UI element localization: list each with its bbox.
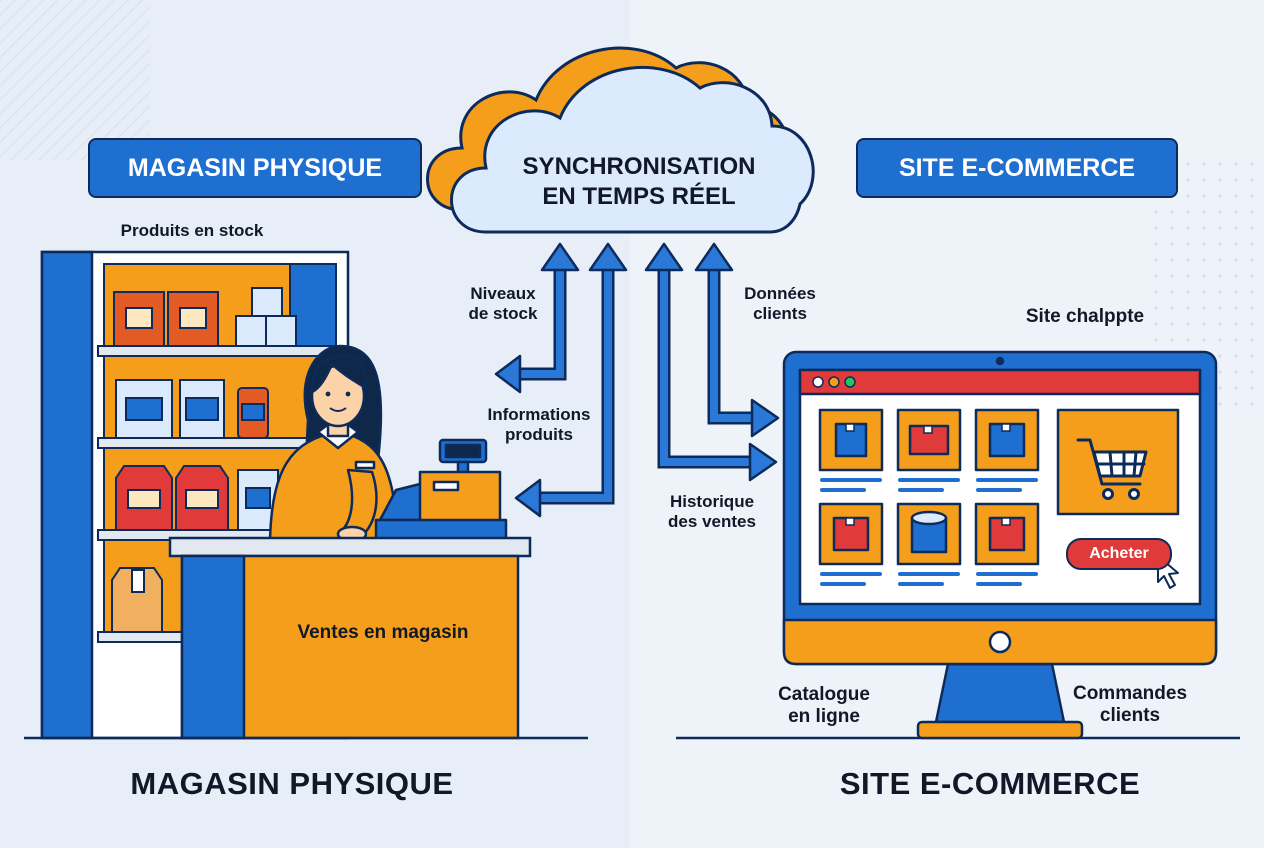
flow-label-customer-data-line2: clients: [753, 303, 807, 323]
cashier: [268, 344, 400, 543]
orders-label: Commandes clients: [1060, 683, 1200, 727]
ecommerce-bottom-title: SITE E-COMMERCE: [839, 766, 1141, 801]
flow-label-stock-levels-line2: de stock: [468, 303, 538, 323]
window-dots: [812, 376, 856, 388]
catalog-label-line2: en ligne: [788, 705, 860, 727]
store-title-text: MAGASIN PHYSIQUE: [127, 153, 383, 182]
flow-label-sales-history-line1: Historique: [669, 492, 755, 511]
flow-label-stock-levels-line1: Niveaux: [470, 284, 536, 303]
cash-register: [374, 438, 508, 542]
product-tags: [845, 423, 1011, 526]
cloud-icon: [426, 46, 815, 234]
flow-label-customer-data-line1: Données: [744, 284, 816, 303]
sync-arrows: [516, 268, 756, 502]
flow-label-sales-history-line2: des ventes: [668, 511, 756, 531]
flow-label-stock-levels: Niveaux de stock: [446, 284, 560, 323]
arrow-heads: [494, 242, 780, 518]
flow-label-product-info: Informations produits: [470, 405, 608, 444]
shelf-products: [111, 287, 297, 633]
orders-label-line2: clients: [1099, 704, 1161, 726]
flow-label-customer-data: Données clients: [722, 284, 838, 323]
buy-button[interactable]: Acheter: [1066, 538, 1172, 570]
cloud-title-line2: EN TEMPS RÉEL: [542, 183, 736, 210]
ecommerce-title-text: SITE E-COMMERCE: [898, 153, 1136, 182]
store-title-badge: MAGASIN PHYSIQUE: [88, 138, 422, 198]
site-label: Site chalppte: [1025, 306, 1145, 327]
product-text-lines: [820, 478, 1038, 586]
cashier-face: [325, 391, 351, 412]
flow-label-product-info-line1: Informations: [487, 405, 591, 424]
store-bottom-title: MAGASIN PHYSIQUE: [130, 766, 454, 801]
orders-label-line1: Commandes: [1072, 683, 1188, 704]
catalog-label: Catalogue en ligne: [754, 684, 894, 728]
counter-label: Ventes en magasin: [297, 622, 469, 643]
stripe-decoration: [0, 0, 150, 160]
ecommerce-title-badge: SITE E-COMMERCE: [856, 138, 1178, 198]
catalog-label-line1: Catalogue: [778, 684, 870, 705]
product-grid: [818, 408, 1180, 566]
flow-label-sales-history: Historique des ventes: [654, 492, 770, 531]
cloud-title-line1: SYNCHRONISATION: [522, 153, 756, 180]
shelf-label: Produits en stock: [120, 221, 264, 240]
cart-icon: [1076, 438, 1148, 500]
cloud-title: SYNCHRONISATION EN TEMPS RÉEL: [486, 152, 792, 212]
flow-label-product-info-line2: produits: [505, 424, 573, 444]
store-counter: [168, 536, 532, 740]
